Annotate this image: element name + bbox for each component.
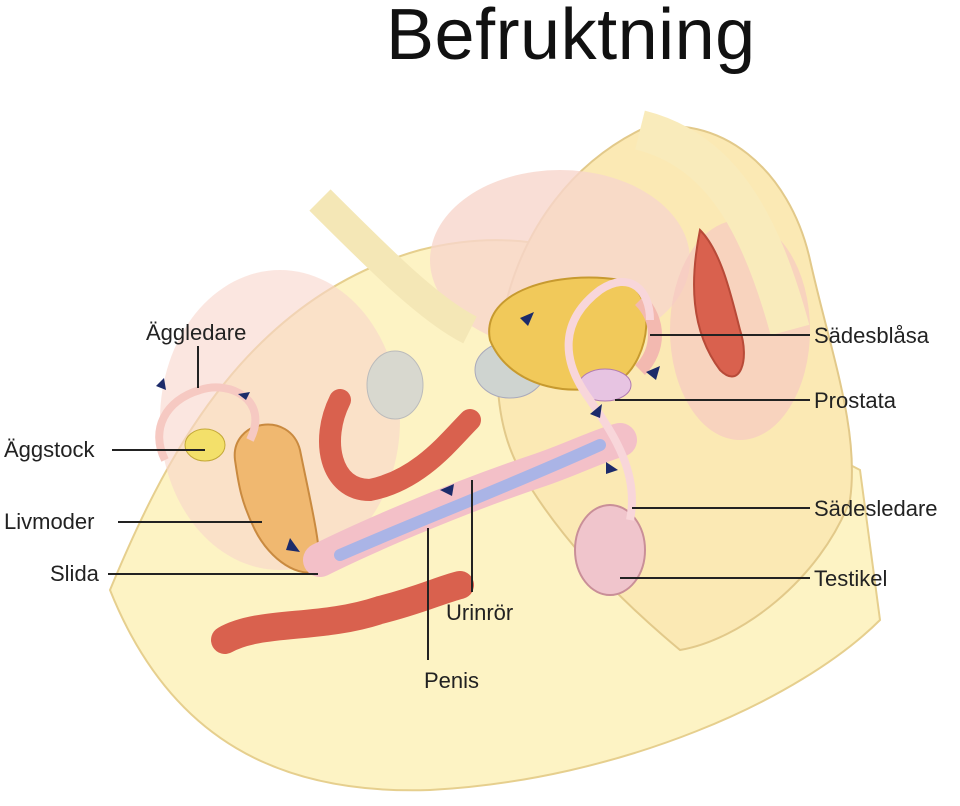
arrow-icon bbox=[238, 392, 250, 400]
pubic-bone-female bbox=[366, 350, 424, 420]
pink-tissue bbox=[160, 270, 400, 570]
leader-lines bbox=[108, 334, 810, 660]
fallopian-tube bbox=[155, 383, 260, 462]
label-aggstock: Äggstock bbox=[4, 437, 95, 462]
arrows bbox=[156, 312, 660, 552]
urethra bbox=[334, 439, 606, 561]
arrow-icon bbox=[156, 378, 166, 390]
arrow-icon bbox=[590, 404, 602, 418]
ovary bbox=[184, 428, 226, 462]
vas-deferens bbox=[564, 278, 654, 521]
intestine bbox=[211, 571, 474, 654]
testicle-shape bbox=[574, 504, 646, 596]
label-testikel: Testikel bbox=[814, 566, 887, 591]
label-sadesblasa: Sädesblåsa bbox=[814, 323, 930, 348]
rectum-female bbox=[319, 389, 481, 502]
bone-band bbox=[634, 110, 810, 336]
label-livmoder: Livmoder bbox=[4, 509, 94, 534]
arrow-icon bbox=[606, 462, 618, 474]
page-title: Befruktning bbox=[386, 0, 756, 75]
label-prostata: Prostata bbox=[814, 388, 897, 413]
arrow-icon bbox=[286, 538, 300, 552]
label-sadesledare: Sädesledare bbox=[814, 496, 938, 521]
label-slida: Slida bbox=[50, 561, 100, 586]
label-urinror: Urinrör bbox=[446, 600, 513, 625]
arrow-icon bbox=[646, 366, 660, 380]
arrow-icon bbox=[520, 312, 534, 326]
body-illustration bbox=[108, 110, 882, 792]
rectum-male bbox=[693, 227, 745, 378]
label-aggledare: Äggledare bbox=[146, 320, 246, 345]
bone-band bbox=[309, 189, 478, 344]
arrow-icon bbox=[440, 484, 454, 496]
label-penis: Penis bbox=[424, 668, 479, 693]
